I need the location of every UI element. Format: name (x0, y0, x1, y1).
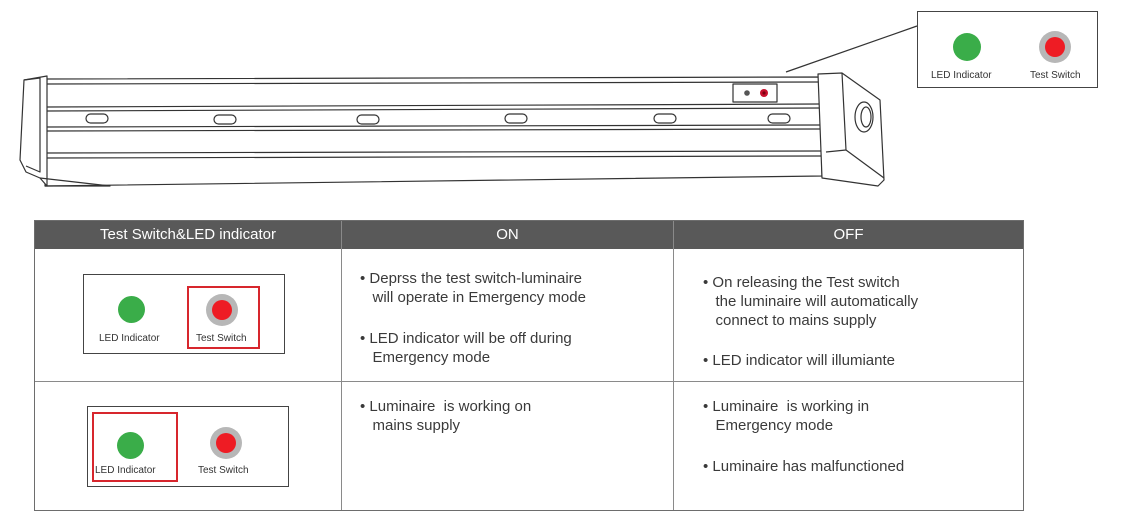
test-switch-label: Test Switch (198, 465, 249, 476)
row1-off-item: • On releasing the Test switch the lumin… (703, 274, 919, 329)
row1-on-item: • Deprss the test switch-luminaire will … (360, 270, 586, 306)
callout-leader-line (785, 25, 918, 73)
test-switch-label: Test Switch (1030, 70, 1081, 81)
right-end-cap (817, 72, 885, 187)
indicator-plate (732, 83, 778, 103)
test-switch-highlight (187, 286, 260, 349)
row2-on-item: • Luminaire is working on mains supply (360, 398, 532, 434)
fixing-slot (653, 113, 677, 124)
test-switch-label: Test Switch (196, 333, 247, 344)
row2-off-item: • Luminaire is working in Emergency mode (703, 398, 870, 434)
end-cap-knob (854, 101, 874, 133)
led-indicator-icon (118, 296, 145, 323)
table-header: Test Switch&LED indicator ON OFF (35, 221, 1023, 249)
fixing-slot (85, 113, 109, 124)
row1-on-item: • LED indicator will be off during Emerg… (360, 330, 572, 366)
led-indicator-label: LED Indicator (99, 333, 160, 344)
status-panel-row1: LED Indicator Test Switch (83, 274, 285, 354)
led-indicator-highlight (92, 412, 178, 482)
test-switch-icon (206, 294, 238, 326)
test-switch-icon (210, 427, 242, 459)
led-indicator-label: LED Indicator (95, 465, 156, 476)
row2-off-item: • Luminaire has malfunctioned (703, 458, 905, 475)
luminaire-body (44, 76, 823, 187)
led-indicator-label: LED Indicator (931, 70, 992, 81)
header-indicator: Test Switch&LED indicator (100, 226, 276, 243)
row1-off-item: • LED indicator will illumiante (703, 352, 895, 369)
status-table: Test Switch&LED indicator ON OFF LED Ind… (34, 220, 1024, 511)
fixing-slot (213, 114, 237, 125)
plate-led-icon (744, 90, 750, 96)
indicator-callout: LED Indicator Test Switch (917, 11, 1098, 88)
led-indicator-icon (117, 432, 144, 459)
header-off: OFF (833, 226, 864, 243)
fixing-slot (356, 114, 380, 125)
status-panel-row2: LED Indicator Test Switch (87, 406, 289, 487)
led-indicator-icon (953, 33, 981, 61)
fixing-slot (504, 113, 528, 124)
header-on: ON (496, 226, 519, 243)
luminaire-drawing (19, 25, 918, 187)
fixing-slot (767, 113, 791, 124)
test-switch-icon (1039, 31, 1071, 63)
